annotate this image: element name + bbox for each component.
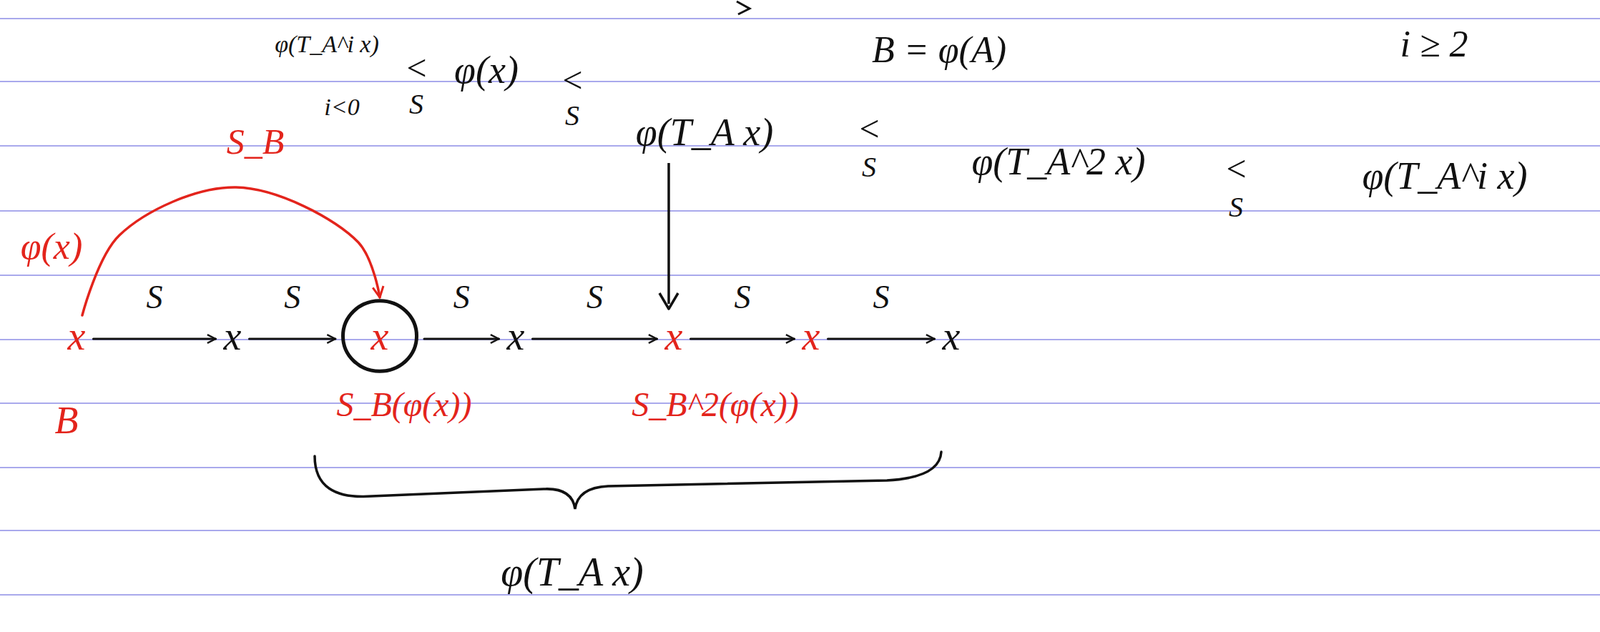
map-label: S (586, 281, 603, 314)
point-symbol: x (802, 316, 821, 357)
map-arrow (827, 338, 935, 341)
map-label: S (733, 281, 751, 314)
rule-line (0, 210, 1600, 212)
underbrace (314, 452, 942, 510)
pen-mark (736, 1, 750, 15)
order-subscript: S (409, 90, 424, 119)
order-sign: < (1223, 150, 1249, 187)
map-label: S_B (226, 123, 285, 160)
rule-line (0, 80, 1600, 83)
pointer-arrowhead (659, 293, 679, 309)
index-condition: i ≥ 2 (1400, 25, 1469, 63)
rule-line (0, 402, 1600, 405)
definition-text: B = φ(A) (871, 31, 1007, 69)
point-symbol: x (223, 316, 242, 357)
order-sign: < (856, 110, 882, 147)
order-sign: < (560, 62, 585, 98)
point-label: S_B(φ(x)) (336, 387, 472, 422)
orbit-point: x (64, 313, 90, 359)
ring (342, 301, 417, 372)
orbit-point: x (939, 313, 965, 359)
ruled-lines (0, 18, 1600, 596)
formula-text: φ(T_A^i x) (274, 32, 380, 57)
point-symbol: x (507, 316, 525, 357)
order-subscript: S (1228, 193, 1244, 222)
formula-text: φ(T_A x) (635, 113, 774, 152)
formula-text: φ(x) (454, 50, 519, 90)
map-label: S (453, 281, 470, 314)
orbit-point: x (503, 313, 529, 359)
map-label: S (145, 281, 163, 314)
map-arc (82, 187, 380, 316)
formula-text: φ(T_A^i x) (1361, 156, 1528, 196)
orbit-point: x (220, 313, 246, 359)
circled-point: x (339, 296, 420, 377)
set-label: B (55, 401, 79, 440)
point-label: φ(x) (20, 228, 83, 266)
map-label: S (283, 281, 301, 314)
map-arrow (690, 338, 794, 341)
point-label: S_B^2(φ(x)) (631, 387, 799, 422)
orbit-point: x (661, 313, 687, 359)
point-symbol: x (67, 316, 86, 357)
rule-line (0, 529, 1600, 532)
brace-label: φ(T_A x) (500, 552, 644, 593)
order-subscript: S (565, 101, 580, 131)
rule-line (0, 594, 1600, 596)
map-arrow (92, 338, 216, 341)
formula-text: φ(T_A^2 x) (971, 142, 1146, 181)
point-symbol: x (665, 316, 684, 357)
order-subscript: S (861, 153, 877, 182)
order-sign: < (404, 50, 429, 86)
index-condition: i<0 (324, 95, 360, 120)
rule-line (0, 274, 1600, 277)
map-arrow (532, 338, 657, 341)
pointer-arrow (667, 163, 671, 304)
map-arrow (424, 338, 500, 341)
rule-line (0, 17, 1600, 20)
point-symbol: x (371, 316, 390, 357)
point-symbol: x (942, 316, 961, 357)
map-label: S (872, 281, 890, 314)
map-arrow (248, 338, 336, 341)
orbit-point: x (798, 313, 824, 359)
rule-line (0, 467, 1600, 469)
